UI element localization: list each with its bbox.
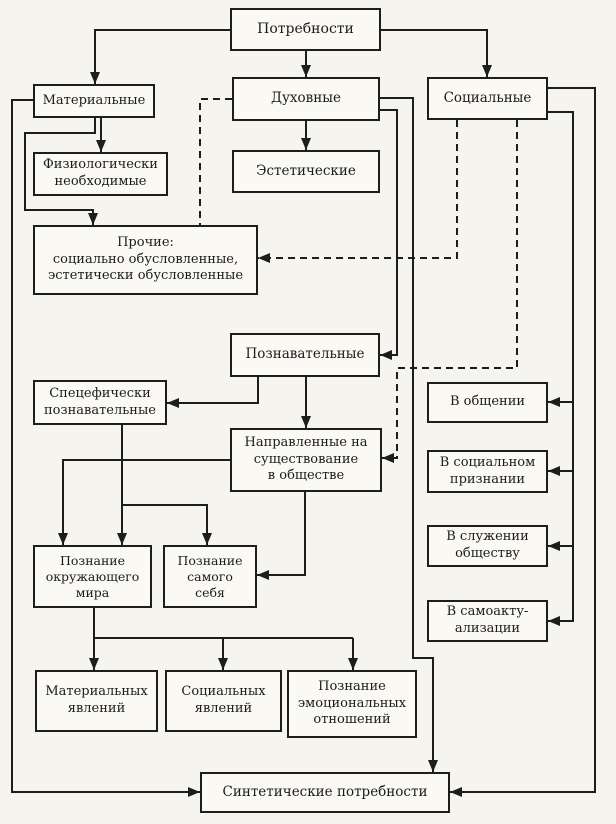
- node-v-socialnom-priznanii: В социальном признании: [427, 450, 548, 493]
- edge-materialnye-to-sinteticheskie: [11, 99, 200, 797]
- edge-potrebnosti-to-socialnye: [381, 29, 492, 77]
- node-v-samoaktualizacii: В самоакту- ализации: [427, 600, 548, 642]
- node-napravlennye: Направленные на существование в обществе: [230, 428, 382, 492]
- node-sinteticheskie: Синтетические потребности: [200, 772, 450, 813]
- edge-duhovnye-to-prochie: [199, 98, 232, 225]
- edge-poznavatelnye-to-specificheski: [167, 377, 259, 408]
- edge-duhovnye-to-sinteticheskie: [380, 97, 438, 772]
- edge-specificheski-to-poznanie-sebya: [122, 504, 212, 545]
- node-v-obshchenii: В общении: [427, 382, 548, 423]
- node-poznavatelnye: Познавательные: [230, 333, 380, 377]
- node-duhovnye: Духовные: [232, 77, 380, 121]
- edge-napravlennye-to-poznanie-mira: [58, 459, 230, 545]
- node-materialnyh-yavlenij: Материальных явлений: [35, 670, 158, 732]
- node-specificheski: Спецефически познавательные: [33, 380, 167, 425]
- edge-socialnye-to-napravlennye: [382, 120, 518, 463]
- edge-poznanie-mira-to-trunk: [93, 608, 353, 639]
- node-v-sluzhenii-obshchestvu: В служении обществу: [427, 525, 548, 567]
- node-prochie: Прочие: социально обусловленные, эстетич…: [33, 225, 258, 295]
- edge-napravlennye-to-poznanie-sebya: [257, 492, 306, 580]
- node-potrebnosti: Потребности: [230, 8, 381, 51]
- node-poznanie-sebya: Познание самого себя: [163, 545, 257, 608]
- edge-potrebnosti-to-materialnye: [90, 29, 230, 84]
- node-poznanie-mira: Познание окружающего мира: [33, 545, 152, 608]
- edge-materialnye-to-prochie: [24, 118, 98, 225]
- node-materialnye: Материальные: [33, 84, 155, 118]
- node-fiziologicheski: Физиологически необходимые: [33, 152, 168, 196]
- node-poznanie-emocionalnyh: Познание эмоциональных отношений: [287, 670, 417, 738]
- node-socialnye: Социальные: [427, 77, 548, 120]
- node-socialnyh-yavlenij: Социальных явлений: [165, 670, 282, 732]
- node-esteticheskie: Эстетические: [232, 150, 380, 193]
- edge-socialnye-to-prochie: [258, 120, 458, 263]
- edge-duhovnye-to-poznavatelnye: [380, 109, 398, 360]
- edge-socialnye-to-sinteticheskie: [450, 87, 596, 797]
- edge-socialnye-to-v-samoaktualizacii: [548, 111, 574, 626]
